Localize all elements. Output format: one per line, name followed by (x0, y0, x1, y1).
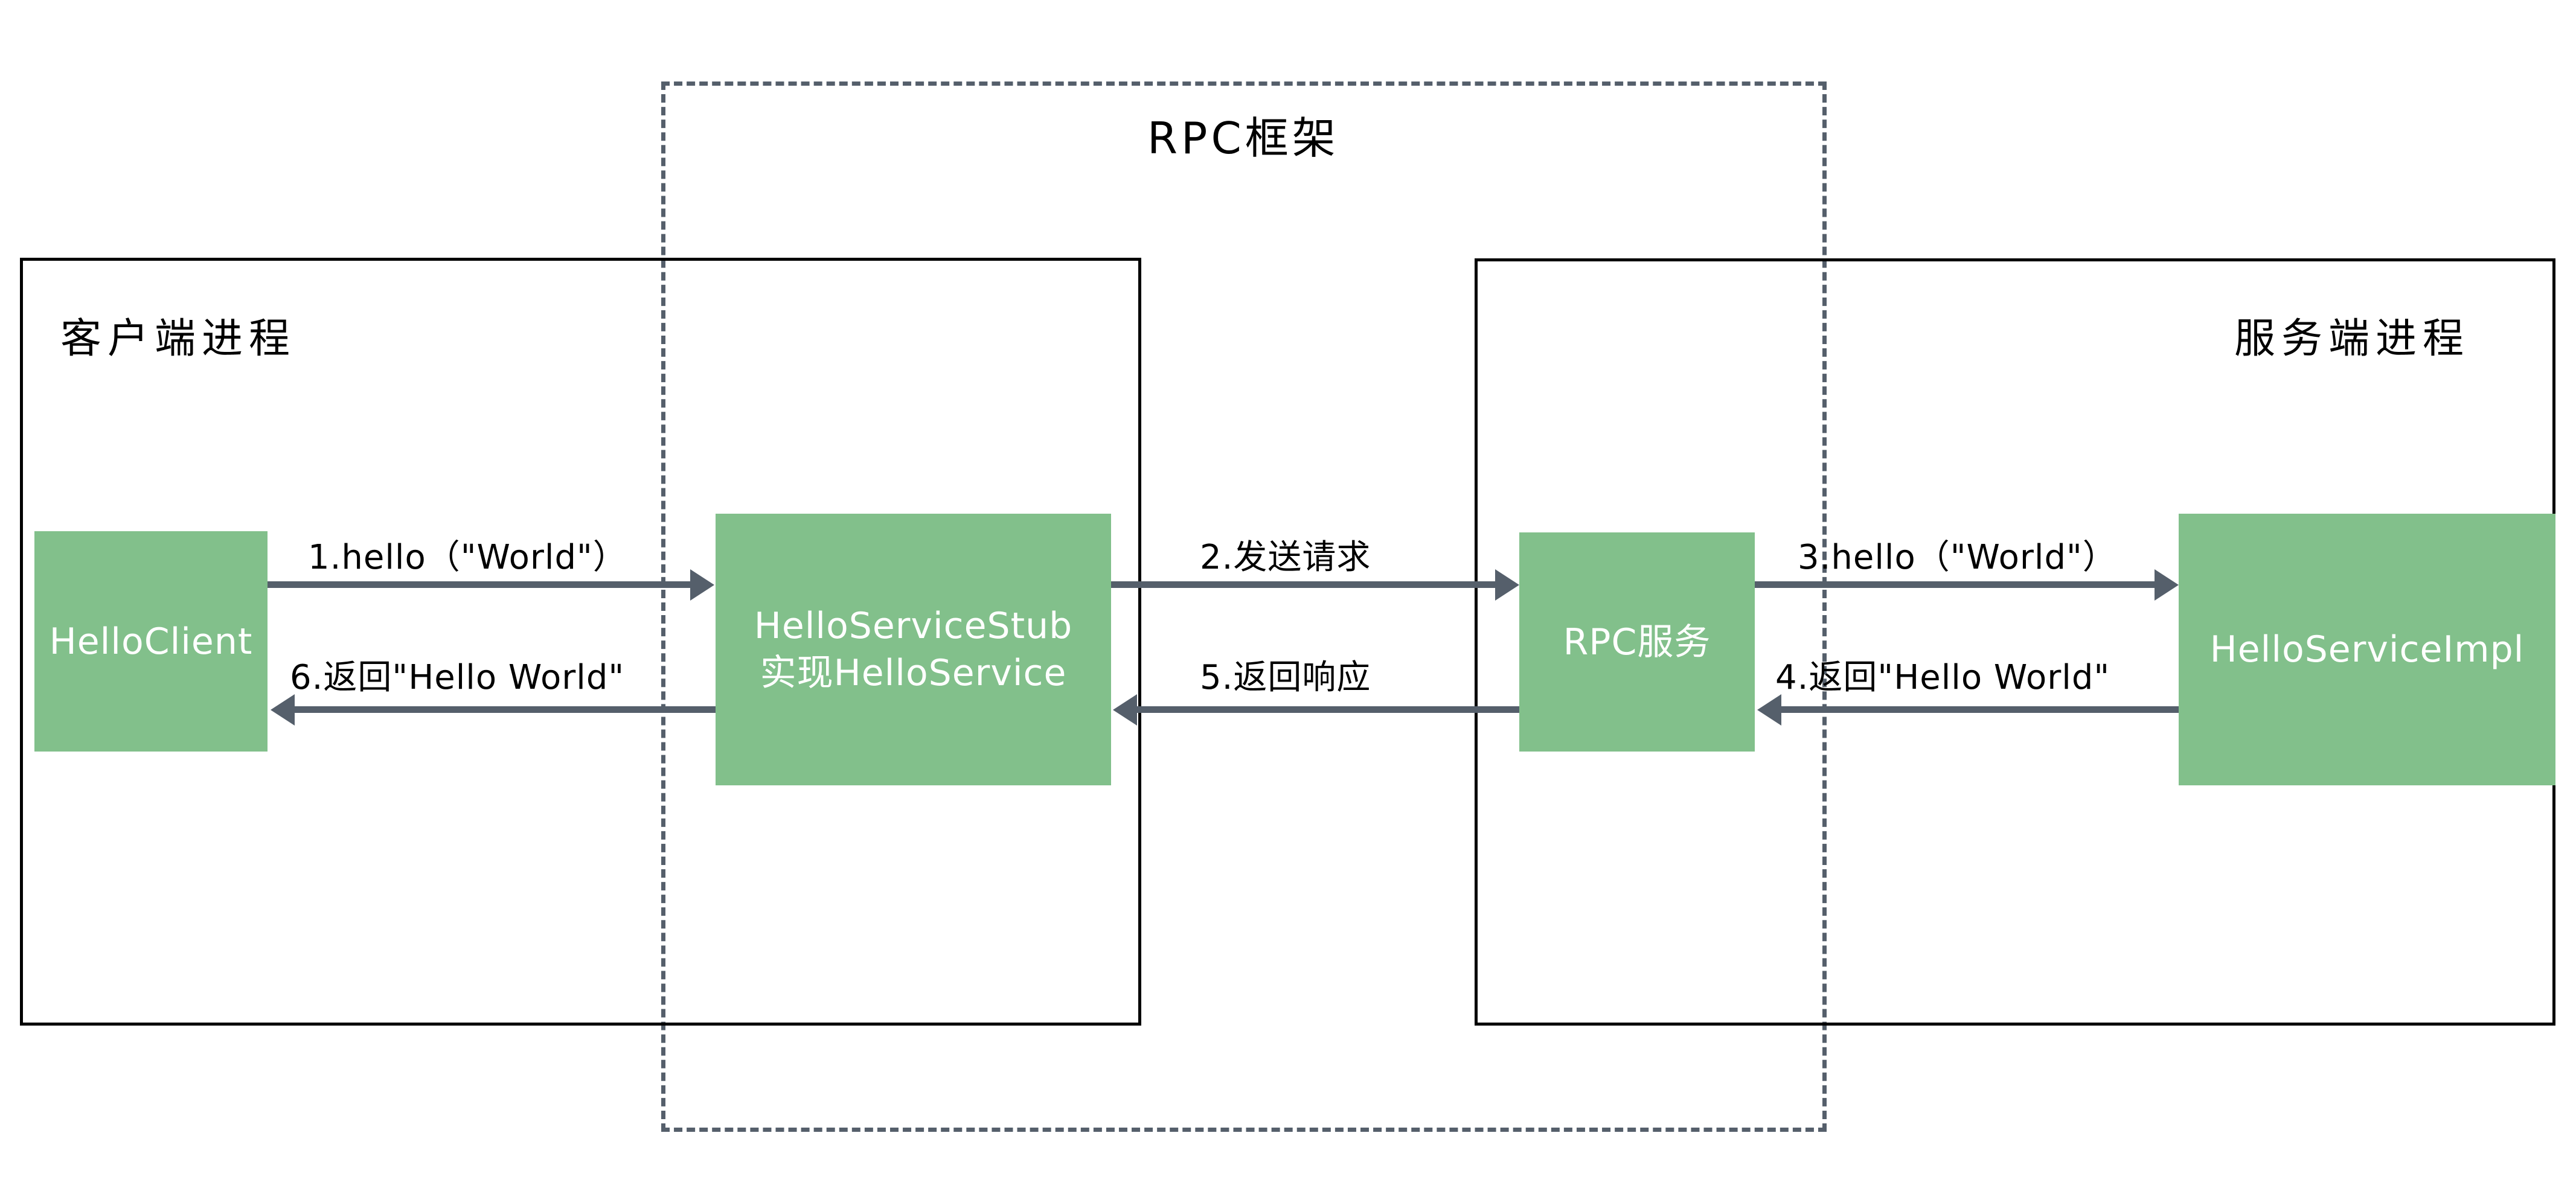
rpc-framework-boundary (661, 81, 1827, 1132)
node-hello-client[interactable]: HelloClient (34, 531, 268, 752)
arrow-step1 (268, 581, 696, 588)
arrow-step2 (1111, 581, 1501, 588)
server-process-label: 服务端进程 (2234, 315, 2470, 363)
node-hello-service-stub-sublabel: 实现HelloService (760, 652, 1067, 694)
node-rpc-service-label: RPC服务 (1563, 621, 1711, 663)
arrow-step4 (1775, 706, 2179, 713)
arrow-step4-label: 4.返回"Hello World" (1775, 658, 2110, 697)
arrow-step5-label: 5.返回响应 (1200, 658, 1371, 697)
arrow-step3 (1755, 581, 2161, 588)
arrow-step6 (289, 706, 716, 713)
client-process-container (20, 258, 1141, 1026)
node-hello-service-stub[interactable]: HelloServiceStub 实现HelloService (716, 514, 1111, 785)
arrow-step3-label: 3.hello（"World"） (1798, 538, 2117, 577)
node-hello-service-impl-label: HelloServiceImpl (2209, 628, 2525, 671)
node-hello-client-label: HelloClient (49, 620, 253, 663)
arrow-step2-label: 2.发送请求 (1200, 538, 1371, 577)
arrow-step1-label: 1.hello（"World"） (308, 538, 627, 577)
rpc-framework-title: RPC框架 (1147, 113, 1339, 164)
node-hello-service-impl[interactable]: HelloServiceImpl (2179, 514, 2555, 785)
arrow-step5 (1131, 706, 1519, 713)
arrow-step6-label: 6.返回"Hello World" (290, 658, 625, 697)
node-rpc-service[interactable]: RPC服务 (1519, 532, 1755, 752)
client-process-label: 客户端进程 (60, 315, 296, 363)
node-hello-service-stub-label: HelloServiceStub (754, 605, 1073, 647)
